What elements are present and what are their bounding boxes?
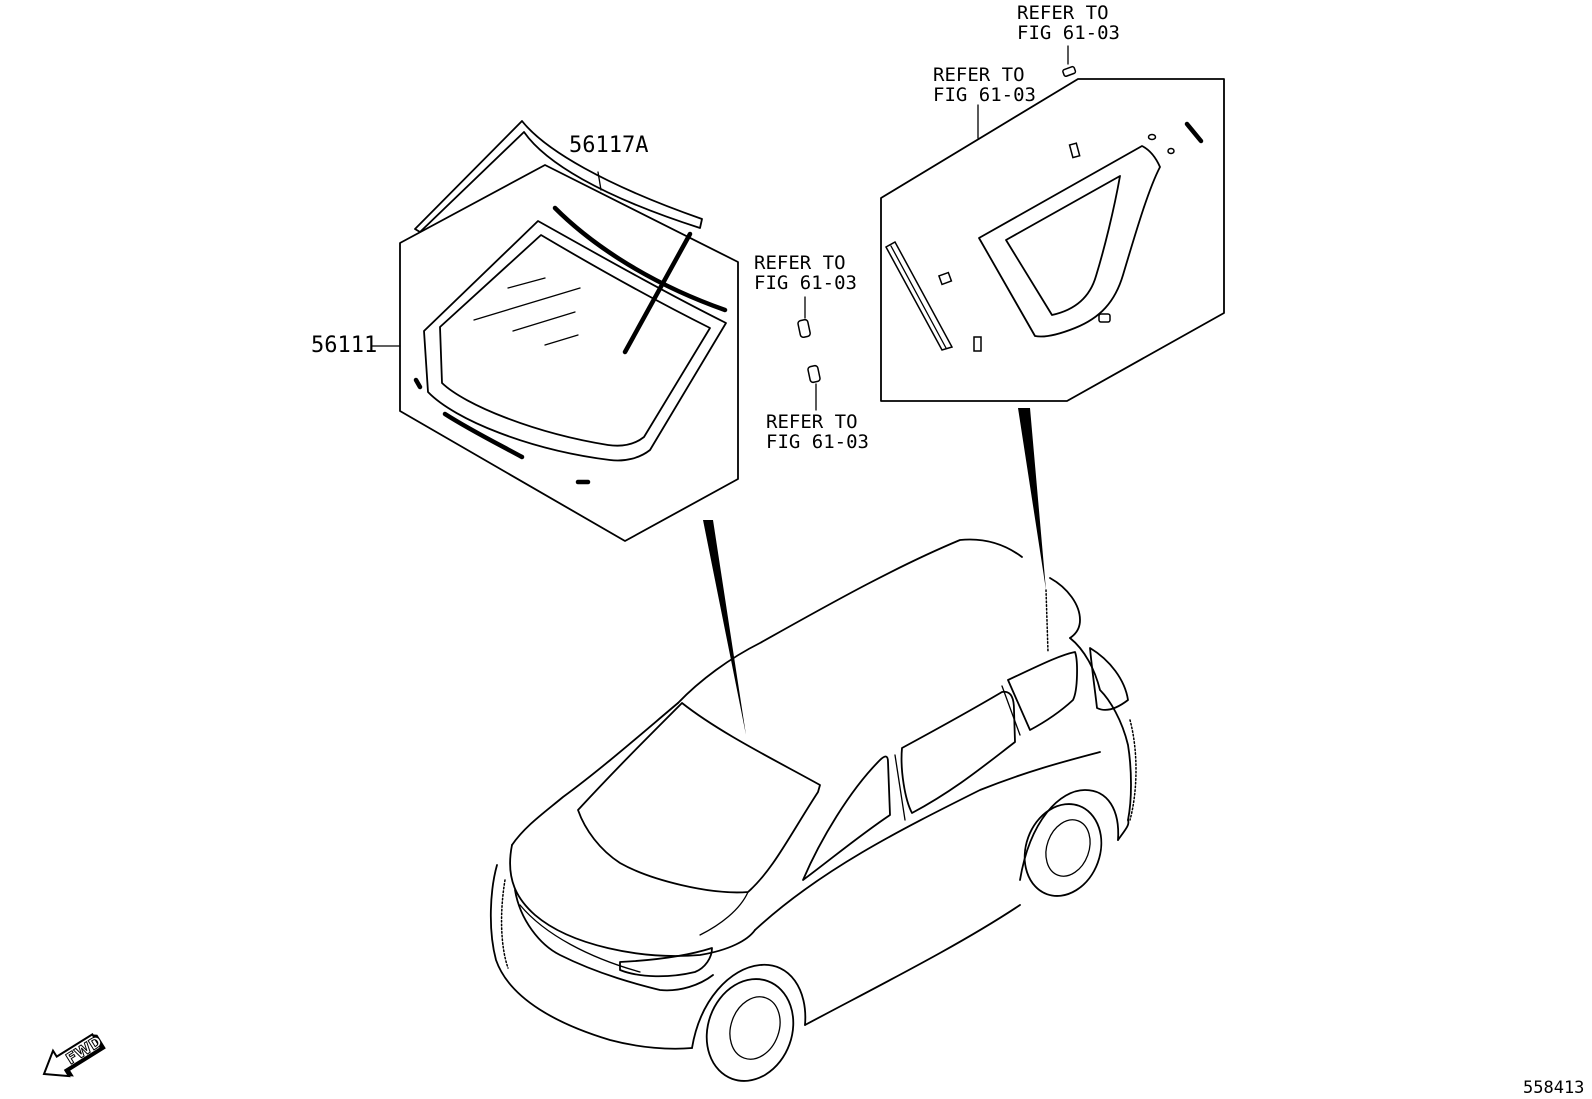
vehicle-c-pillar: [1001, 685, 1021, 736]
vehicle-a-pillar-left: [511, 702, 679, 846]
quarter-clip: [1167, 147, 1175, 155]
vehicle-roof-rear: [1049, 577, 1081, 639]
mid-lower-clip-part: [807, 364, 821, 384]
label-refer-mid-upper-line1: REFER TO: [754, 252, 846, 274]
vehicle-rear-pillar: [1069, 637, 1132, 821]
vehicle-taillight: [1089, 647, 1129, 711]
label-refer-mid-lower-line1: REFER TO: [766, 411, 858, 433]
vehicle-grille-outline: [514, 889, 714, 992]
upper-dam-strip: [552, 205, 728, 313]
windshield-detail-frame: [399, 164, 739, 542]
illustration-number: 558413: [1523, 1078, 1584, 1098]
label-part-56117a: 56117A: [569, 133, 648, 158]
molding-56117a-strip: [414, 120, 703, 233]
glass-reflection-line: [544, 334, 579, 346]
vehicle-rear-bumper: [1117, 819, 1130, 841]
windshield-glass-inner: [439, 234, 711, 447]
vehicle-rear-door-window: [900, 690, 1016, 814]
vehicle-windshield: [577, 702, 821, 894]
vehicle-rear-wheel-hub: [1045, 819, 1091, 877]
quarter-clip: [973, 336, 982, 352]
callout-labels: REFER TO FIG 61-03 REFER TO FIG 61-03 56…: [311, 2, 1120, 453]
vehicle-rear-wheel: [1023, 803, 1103, 897]
quarter-molding-strip: [884, 240, 954, 351]
vehicle-side-sill: [804, 904, 1021, 1026]
side-dam-strip: [622, 231, 693, 355]
vehicle-front-wheel-arch: [691, 964, 807, 1049]
quarter-window-detail-group: [880, 78, 1225, 653]
quarter-spacer-bar: [1184, 121, 1204, 144]
fwd-label: FWD: [63, 1032, 106, 1068]
vehicle-hood: [509, 844, 756, 957]
glass-reflection-line: [512, 311, 576, 332]
fwd-arrow-shadow: [65, 1034, 106, 1077]
vehicle-rear-wheel-arch: [1019, 789, 1120, 881]
quarter-glass-outer: [978, 145, 1161, 338]
lower-dam-strip: [442, 411, 525, 460]
vehicle-grille-inner: [519, 904, 641, 973]
vehicle-b-pillar: [894, 754, 906, 821]
label-refer-top-line1: REFER TO: [1017, 2, 1109, 24]
quarter-clip: [1098, 313, 1111, 323]
quarter-clip: [1068, 142, 1081, 159]
fwd-arrow-indicator: FWD: [42, 1032, 106, 1078]
label-refer-quarter-line2: FIG 61-03: [933, 84, 1036, 106]
windshield-glass-outer: [423, 220, 727, 462]
quarter-glass-inner: [1005, 175, 1121, 316]
middle-clips-group: [797, 296, 821, 411]
quarter-clip: [937, 271, 953, 286]
vehicle-headlight: [619, 947, 713, 978]
quarter-clip: [1147, 133, 1157, 141]
glass-reflection-line: [473, 287, 581, 321]
small-spacer: [413, 377, 423, 390]
top-clip-part: [1062, 65, 1077, 77]
glass-reflection-line: [507, 277, 546, 289]
quarter-pointer-wedge: [1018, 408, 1046, 590]
label-part-56111: 56111: [311, 333, 377, 358]
vehicle-front-bumper-dash: [500, 879, 509, 969]
label-refer-mid-lower-line2: FIG 61-03: [766, 431, 869, 453]
label-refer-quarter-line1: REFER TO: [933, 64, 1025, 86]
windshield-pointer-wedge: [703, 520, 746, 735]
vehicle-front-wheel-hub: [729, 996, 781, 1060]
vehicle-front-door-window: [802, 755, 891, 881]
vehicle-front-wheel: [705, 978, 795, 1082]
quarter-molding-strip-detail: [890, 245, 947, 349]
vehicle-rear-dash: [1129, 719, 1137, 821]
vehicle-side-beltline: [754, 751, 1101, 931]
label-refer-mid-upper-line2: FIG 61-03: [754, 272, 857, 294]
label-refer-top-line2: FIG 61-03: [1017, 22, 1120, 44]
quarter-pointer-tail: [1045, 589, 1049, 653]
molding-56117a-leader: [597, 171, 602, 191]
quarter-detail-frame: [880, 78, 1225, 402]
vehicle-quarter-window: [1007, 651, 1078, 731]
mid-upper-clip-part: [797, 318, 811, 339]
vehicle-front-bumper: [489, 864, 693, 1050]
windshield-detail-group: [371, 120, 746, 735]
vehicle-roof: [677, 538, 1023, 704]
vehicle-outline: [489, 538, 1137, 1082]
vehicle-hood-crease: [699, 891, 749, 936]
top-clip-group: [1062, 45, 1077, 77]
